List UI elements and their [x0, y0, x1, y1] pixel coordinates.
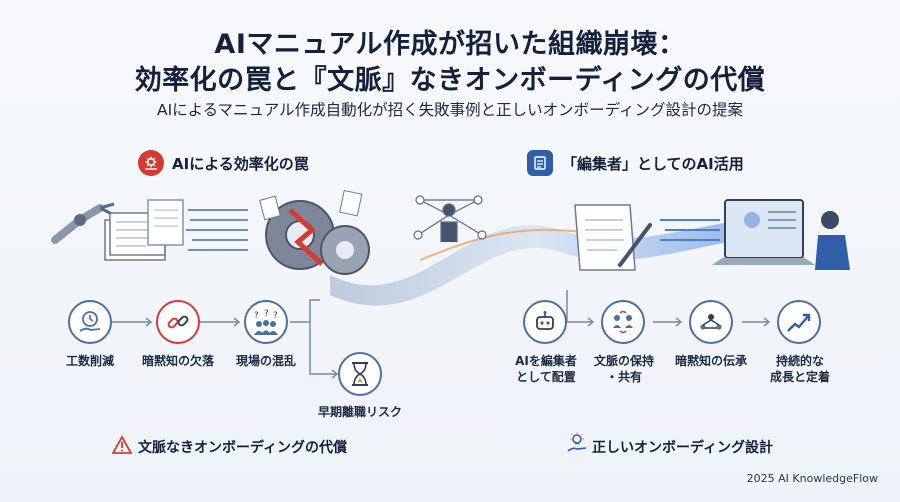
sharing-people-icon — [601, 300, 645, 344]
speed-lines — [186, 209, 248, 251]
robot-arm-icon — [51, 202, 115, 244]
knowledge-network-icon — [689, 300, 733, 344]
page-subtitle: AIによるマニュアル作成自動化が招く失敗事例と正しいオンボーディング設計の提案 — [156, 101, 744, 119]
copyright-text: 2025 AI KnowledgeFlow — [746, 472, 878, 485]
svg-text:?: ? — [273, 311, 278, 321]
manual-stack-icon — [104, 199, 184, 261]
step-label-ai-editor-line1: AIを編集者 — [515, 354, 577, 368]
clock-hand-icon — [68, 300, 112, 344]
step-label-confusion: 現場の混乱 — [235, 354, 296, 368]
document-pen-icon — [574, 204, 652, 271]
lightbulb-hand-icon — [566, 432, 588, 458]
gear-hand-icon — [138, 150, 164, 176]
left-section-heading: AIによる効率化の罠 — [172, 155, 309, 173]
step-label-context-line2: ・共有 — [605, 370, 642, 384]
svg-text:?: ? — [254, 311, 259, 321]
step-label-tacit-loss: 暗黙知の欠落 — [141, 354, 214, 368]
page-title-line2: 効率化の罠と『文脈』なきオンボーディングの代償 — [134, 65, 766, 96]
person-network-icon — [413, 195, 487, 242]
step-label-growth-line2: 成長と定着 — [769, 370, 830, 384]
step-label-tacit-transfer: 暗黙知の伝承 — [674, 354, 747, 368]
step-label-growth-line1: 持続的な — [775, 354, 824, 368]
laptop-user-icon — [712, 199, 850, 270]
warning-icon — [111, 435, 133, 458]
broken-chain-icon — [156, 300, 200, 344]
step-label-context-line1: 文脈の保持 — [593, 354, 654, 368]
ai-document-icon — [527, 150, 553, 176]
right-footer: 正しいオンボーディング設計 — [592, 440, 774, 456]
confused-people-icon: ??? — [244, 300, 288, 344]
risk-label: 早期離職リスク — [317, 405, 402, 419]
connector-lines — [112, 290, 771, 379]
robot-icon — [523, 300, 567, 344]
hourglass-icon — [338, 352, 382, 396]
right-section-heading: 「編集者」としてのAI活用 — [562, 155, 744, 173]
step-label-ai-editor-line2: として配置 — [516, 370, 576, 384]
left-footer: 文脈なきオンボーディングの代償 — [138, 440, 348, 456]
illustration-layer — [51, 189, 850, 306]
page-title-line1: AIマニュアル作成が招いた組織崩壊： — [214, 29, 686, 60]
svg-text:?: ? — [264, 309, 269, 319]
broken-gears-icon — [259, 189, 370, 275]
growth-arrow-icon — [777, 300, 821, 344]
step-label-workload: 工数削減 — [65, 354, 114, 368]
flow-lines — [660, 219, 720, 241]
